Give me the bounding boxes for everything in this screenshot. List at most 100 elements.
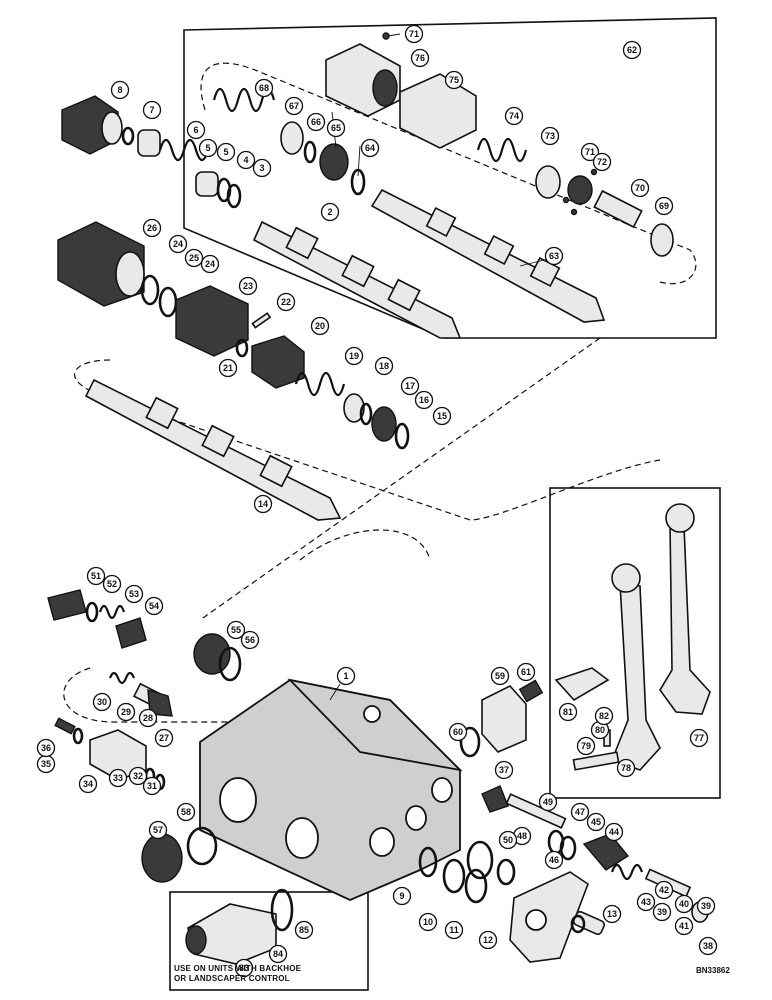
callout-number: 44 [609,827,619,837]
callout-number: 32 [133,771,143,781]
retainer-5b [195,171,219,197]
callout-number: 73 [545,131,555,141]
callout-41: 41 [674,916,694,936]
callout-number: 76 [415,53,425,63]
end-cap-26 [57,221,145,307]
callout-number: 52 [107,579,117,589]
callout-number: 39 [701,901,711,911]
callout-54: 54 [144,596,164,616]
callout-number: 65 [331,123,341,133]
dashed-path-spool-top [200,62,697,285]
callout-number: 84 [273,949,283,959]
callout-number: 58 [181,807,191,817]
callout-3: 3 [252,158,272,178]
callout-number: 56 [245,635,255,645]
plug-57-58 [141,826,218,883]
callout-31: 31 [142,776,162,796]
callout-83: 83 [234,958,254,978]
callout-36: 36 [36,738,56,758]
callout-56: 56 [240,630,260,650]
callout-14: 14 [253,494,273,514]
callout-18: 18 [374,356,394,376]
spring-6 [158,138,210,162]
callout-number: 35 [41,759,51,769]
callout-17: 17 [400,376,420,396]
callout-27: 27 [154,728,174,748]
callout-number: 81 [563,707,573,717]
callout-61: 61 [516,662,536,682]
washers-24-25 [140,274,178,318]
callout-5: 5 [198,138,218,158]
callout-layer: 1234556789101112131415161718192021222324… [36,24,718,978]
callout-8: 8 [110,80,130,100]
callout-15: 15 [432,406,452,426]
callout-33: 33 [108,768,128,788]
callout-45: 45 [586,812,606,832]
callout-62: 62 [622,40,642,60]
pin-22 [251,312,272,329]
callout-number: 4 [243,155,248,165]
inset-frame-levers [549,487,721,799]
callout-35: 35 [36,754,56,774]
spring-19 [294,371,346,397]
relief-parts-51-54 [47,589,147,649]
callout-number: 77 [694,733,704,743]
callout-number: 24 [205,259,215,269]
end-69 [650,223,674,257]
callout-5: 5 [216,142,236,162]
callout-number: 61 [521,667,531,677]
callout-42: 42 [654,880,674,900]
callout-number: 50 [503,835,513,845]
parts-31-36 [54,717,166,791]
ring-3 [226,183,242,209]
callout-number: 67 [289,101,299,111]
callout-85: 85 [294,920,314,940]
spring-74 [476,137,528,163]
bolt-13 [570,910,606,936]
callout-number: 54 [149,601,159,611]
callout-number: 20 [315,321,325,331]
callout-number: 41 [679,921,689,931]
callout-72: 72 [592,152,612,172]
callout-number: 30 [97,697,107,707]
callout-10: 10 [418,912,438,932]
seals-9-11 [418,840,516,904]
callout-20: 20 [310,316,330,336]
callout-number: 66 [311,117,321,127]
callout-12: 12 [478,930,498,950]
callout-78: 78 [616,758,636,778]
callout-number: 9 [399,891,404,901]
callout-66: 66 [306,112,326,132]
callout-number: 80 [595,725,605,735]
callout-38: 38 [698,936,718,956]
callout-number: 18 [379,361,389,371]
callout-74: 74 [504,106,524,126]
fitting-59-61 [459,679,544,758]
callout-number: 28 [143,713,153,723]
callout-55: 55 [226,620,246,640]
callout-number: 45 [591,817,601,827]
callout-number: 23 [243,281,253,291]
callout-71: 71 [404,24,424,44]
callout-28: 28 [138,708,158,728]
callout-79: 79 [576,736,596,756]
callout-80: 80 [590,720,610,740]
callout-number: 2 [327,207,332,217]
callout-1: 1 [336,666,356,686]
inset-frame-adapter [169,891,369,991]
callout-number: 37 [499,765,509,775]
parts-27-30 [108,671,173,717]
callout-number: 69 [659,201,669,211]
callout-number: 85 [299,925,309,935]
callout-65: 65 [326,118,346,138]
housing-23 [175,285,249,357]
callout-82: 82 [594,706,614,726]
callout-number: 24 [173,239,183,249]
callout-number: 5 [223,147,228,157]
callout-number: 27 [159,733,169,743]
ring-15 [394,422,410,450]
spool-63 [370,188,606,323]
callout-16: 16 [414,390,434,410]
callout-63: 63 [544,246,564,266]
callout-number: 74 [509,111,519,121]
